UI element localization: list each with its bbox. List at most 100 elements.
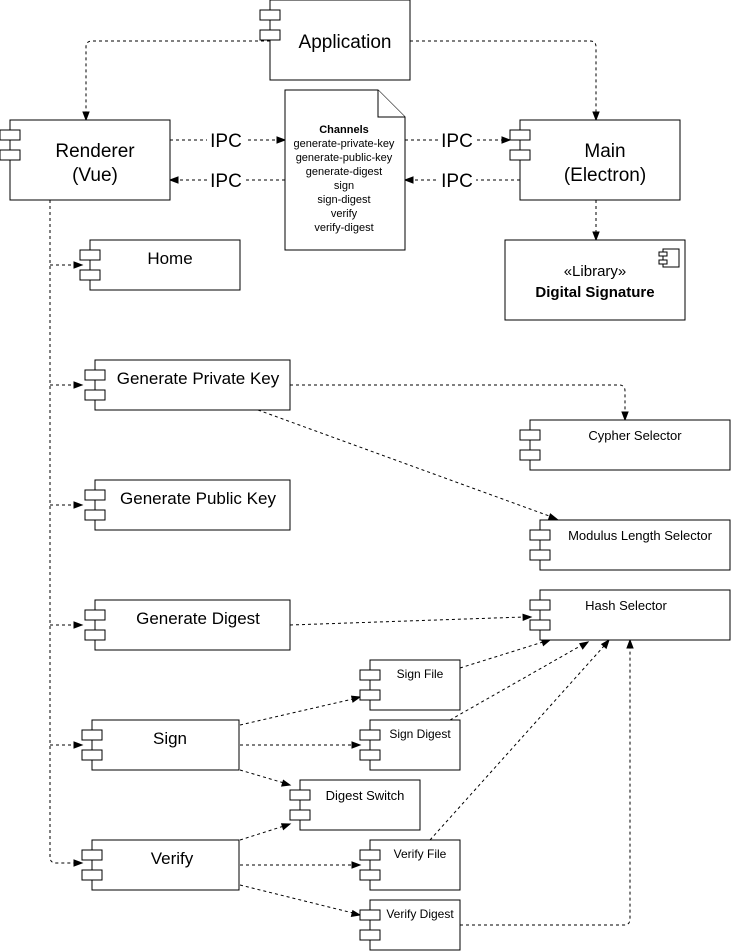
library-name: Digital Signature <box>535 284 654 301</box>
arrowhead-gpk-cypher <box>621 411 629 422</box>
modulus-length-selector-label: Modulus Length Selector <box>568 528 712 543</box>
modulus-length-selector-port-top <box>529 529 551 541</box>
verify-digest-port-top <box>359 909 381 921</box>
component-generate-digest[interactable]: Generate Digest <box>84 599 291 651</box>
verify-port-top <box>81 849 103 861</box>
cypher-selector-port-bottom <box>519 449 541 461</box>
renderer-label-line-2: (Vue) <box>72 165 118 186</box>
component-home[interactable]: Home <box>79 239 241 291</box>
ipc-label-bg <box>207 129 245 151</box>
sign-digest-box <box>369 719 461 771</box>
library-box <box>504 239 686 321</box>
home-box <box>89 239 241 291</box>
ipc-label-bg <box>438 129 476 151</box>
component-verify-digest[interactable]: Verify Digest <box>359 899 461 951</box>
edge-signfile-hash <box>459 641 544 669</box>
arrowhead-verify-verifydigest <box>350 909 362 918</box>
component-icon <box>658 248 680 268</box>
arrowhead-renderer-generate-public-key <box>73 501 84 509</box>
arrowhead-main-library <box>592 231 600 242</box>
component-library[interactable]: «Library» Digital Signature <box>504 239 686 321</box>
component-main[interactable]: Main (Electron) <box>509 119 681 201</box>
generate-private-key-box <box>94 359 291 411</box>
edge-verifydigest-hash <box>460 647 631 926</box>
component-application[interactable]: Application <box>259 0 411 81</box>
application-port-top <box>259 9 281 21</box>
edge-verify-verifydigest <box>239 884 354 914</box>
verify-box <box>91 839 240 891</box>
component-renderer[interactable]: Renderer (Vue) <box>0 119 171 201</box>
generate-digest-port-bottom <box>84 629 106 641</box>
channels-title: Channels <box>319 124 369 136</box>
channels-note-fold <box>377 90 405 118</box>
verify-file-port-top <box>359 849 381 861</box>
home-port-top <box>79 249 101 261</box>
generate-public-key-box <box>94 479 291 531</box>
hash-selector-box <box>539 589 731 641</box>
component-verify-file[interactable]: Verify File <box>359 839 461 891</box>
home-port-bottom <box>79 269 101 281</box>
verify-file-box <box>369 839 461 891</box>
edge-sign-digestswitch <box>239 769 285 784</box>
component-verify[interactable]: Verify <box>81 839 240 891</box>
main-port-top <box>509 129 531 141</box>
arrowhead-sign-signfile <box>350 695 362 703</box>
application-label: Application <box>299 32 392 53</box>
home-label: Home <box>147 249 192 268</box>
generate-public-key-port-bottom <box>84 509 106 521</box>
arrowhead-renderer-generate-digest <box>73 621 84 629</box>
component-sign[interactable]: Sign <box>81 719 240 771</box>
modulus-length-selector-port-bottom <box>529 549 551 561</box>
component-generate-private-key[interactable]: Generate Private Key <box>84 359 291 411</box>
verify-file-label: Verify File <box>394 847 447 861</box>
sign-port-top <box>81 729 103 741</box>
arrowhead-renderer-verify <box>73 859 84 867</box>
channel-item: verify <box>331 208 358 220</box>
main-box <box>519 119 681 201</box>
generate-private-key-port-bottom <box>84 389 106 401</box>
channel-item: generate-digest <box>306 166 382 178</box>
generate-digest-box <box>94 599 291 651</box>
verify-label: Verify <box>151 849 194 868</box>
channels-note[interactable]: Channels generate-private-key generate-p… <box>284 89 406 251</box>
edge-gpk-cypher <box>290 384 626 413</box>
edge-verifyfile-hash <box>429 645 605 841</box>
main-label-line-1: Main <box>584 141 625 162</box>
renderer-box <box>9 119 171 201</box>
sign-file-box <box>369 659 461 711</box>
edge-renderer-trunk <box>49 200 75 864</box>
component-hash-selector[interactable]: Hash Selector <box>529 589 731 641</box>
verify-digest-box <box>369 899 461 951</box>
generate-public-key-port-top <box>84 489 106 501</box>
edge-sign-signfile <box>239 698 354 726</box>
modulus-length-selector-box <box>539 519 731 571</box>
sign-file-port-bottom <box>359 689 381 701</box>
arrowhead-verify-digestswitch <box>280 823 292 831</box>
component-cypher-selector[interactable]: Cypher Selector <box>519 419 731 471</box>
edge-gd-hash <box>289 616 525 626</box>
sign-digest-label: Sign Digest <box>389 727 451 741</box>
ipc-label-bg <box>438 169 476 191</box>
arrowhead-signdigest-hash <box>579 641 590 650</box>
arrowhead-renderer-home <box>73 261 84 269</box>
arrowhead-sign-signdigest <box>351 741 362 749</box>
channel-item: generate-private-key <box>294 138 395 150</box>
component-sign-digest[interactable]: Sign Digest <box>359 719 461 771</box>
component-digest-switch[interactable]: Digest Switch <box>289 779 421 831</box>
component-modulus-length-selector[interactable]: Modulus Length Selector <box>529 519 731 571</box>
arrowhead-renderer-generate-private-key <box>73 381 84 389</box>
main-port-bottom <box>509 149 531 161</box>
component-generate-public-key[interactable]: Generate Public Key <box>84 479 291 531</box>
channel-item: generate-public-key <box>296 152 393 164</box>
ipc-label: IPC <box>441 131 473 152</box>
verify-digest-label: Verify Digest <box>386 907 454 921</box>
sign-file-port-top <box>359 669 381 681</box>
component-sign-file[interactable]: Sign File <box>359 659 461 711</box>
sign-box <box>91 719 240 771</box>
sign-digest-port-bottom <box>359 749 381 761</box>
library-stereotype: «Library» <box>564 263 627 280</box>
arrowhead-verifydigest-hash <box>626 638 634 649</box>
arrowhead-sign-digestswitch <box>281 779 292 787</box>
sign-label: Sign <box>153 729 187 748</box>
